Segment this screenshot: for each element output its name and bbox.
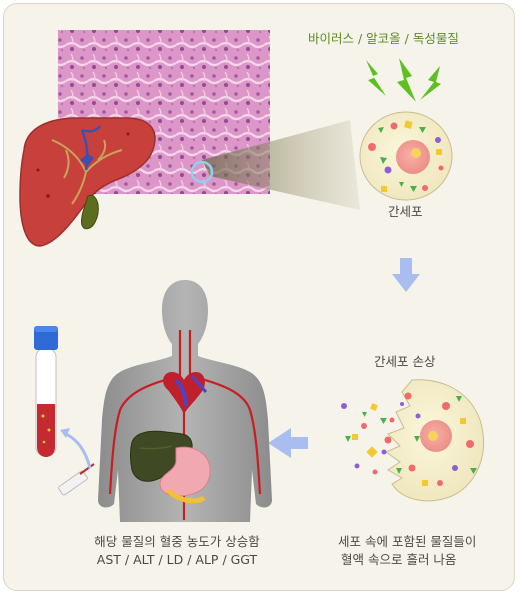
syringe — [58, 463, 95, 496]
damage-label: 간세포 손상 — [374, 354, 436, 369]
release-caption-1: 세포 속에 포함된 물질들이 — [338, 534, 477, 549]
lightning-icon — [366, 58, 441, 102]
hepatocyte-cell — [359, 111, 453, 201]
hepatocyte-label: 간세포 — [388, 204, 423, 219]
toxins-label: 바이러스 / 알코올 / 독성물질 — [308, 31, 459, 46]
arrow-down-icon — [392, 258, 420, 292]
magnification-beam — [202, 120, 360, 210]
blood-caption-1: 해당 물질의 혈중 농도가 상승함 — [94, 534, 260, 549]
magnify-circle — [190, 160, 214, 184]
stomach — [159, 446, 211, 504]
blood-sample-tube — [34, 326, 58, 457]
arrow-left-icon — [268, 428, 308, 458]
heart — [163, 372, 208, 414]
released-particles — [341, 392, 412, 475]
liver-illustration — [19, 117, 156, 247]
curved-arrow-icon — [65, 432, 92, 469]
release-caption-2: 혈액 속으로 흘러 나옴 — [341, 552, 457, 567]
damaged-hepatocyte — [384, 379, 484, 502]
blood-caption-2: AST / ALT / LD / ALP / GGT — [96, 552, 258, 567]
